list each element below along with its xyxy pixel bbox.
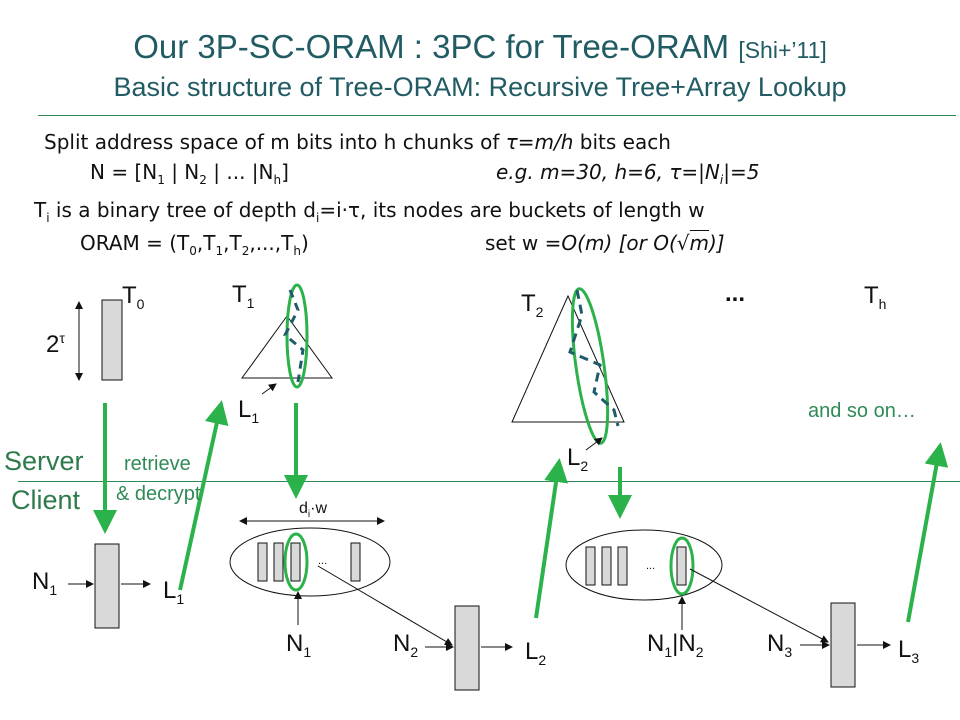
l1-pointer xyxy=(261,383,277,395)
line-set-w: set w =O(m) [or O(√m)] xyxy=(485,230,725,255)
line-oram-definition: ORAM = (T0,T1,T2,...,Th) xyxy=(80,231,309,258)
slide-title: Our 3P-SC-ORAM : 3PC for Tree-ORAM [Shi+… xyxy=(0,28,960,66)
bucket-group-1 xyxy=(229,527,391,597)
label-and-so-on: and so on… xyxy=(808,400,916,422)
bucket-2d xyxy=(676,546,687,586)
server-client-divider xyxy=(18,481,960,482)
t2-tree xyxy=(511,294,625,423)
label-t1: T1 xyxy=(232,281,255,311)
t2-path-highlight xyxy=(570,287,610,445)
bucket-group-2 xyxy=(565,529,723,601)
arrow-l3-to-server xyxy=(906,442,949,623)
bucket-2-to-box-3 xyxy=(689,568,829,643)
t0-array xyxy=(101,299,123,381)
label-t2: T2 xyxy=(521,290,544,320)
label-l1-tree: L1 xyxy=(238,396,260,426)
line-N-definition: N = [N1 | N2 | ... |Nh] xyxy=(90,160,289,187)
t1-path-highlight xyxy=(285,283,309,389)
bucket-1-selected xyxy=(283,532,309,592)
title-citation: [Shi+’11] xyxy=(738,37,827,63)
label-client: Client xyxy=(11,485,81,515)
label-ellipsis: ... xyxy=(725,280,746,307)
bucket-1a xyxy=(257,542,268,582)
t1-tree xyxy=(241,315,333,379)
bucket-2b xyxy=(601,546,612,586)
bucket-2c xyxy=(617,546,628,586)
arrow-l2-to-server xyxy=(534,458,568,619)
label-n1n2-select: N1|N2 xyxy=(647,630,704,660)
bucket-2-dots: ... xyxy=(646,560,656,572)
label-two-tau: 2τ xyxy=(46,330,65,358)
client-array-2 xyxy=(454,605,480,691)
client-array-1 xyxy=(94,543,120,629)
slide-subtitle: Basic structure of Tree-ORAM: Recursive … xyxy=(113,72,847,102)
label-t0: T0 xyxy=(122,282,145,312)
label-l2-output: L2 xyxy=(525,638,547,668)
t2-path xyxy=(568,289,620,427)
title-main: Our 3P-SC-ORAM : 3PC for Tree-ORAM xyxy=(133,28,730,65)
label-n1-select: N1 xyxy=(286,630,312,660)
bucket-1b xyxy=(273,542,284,582)
arrow-l1-to-server xyxy=(178,400,229,591)
bucket-1-to-box-2 xyxy=(317,565,453,646)
t1-path xyxy=(283,289,305,383)
label-l3-output: L3 xyxy=(898,636,920,666)
label-retrieve: retrieve xyxy=(124,453,191,475)
bucket-2a xyxy=(585,546,596,586)
bucket-2-selected xyxy=(669,536,695,596)
label-l2-tree: L2 xyxy=(567,444,589,474)
label-decrypt: & decrypt xyxy=(116,483,201,505)
title-divider xyxy=(38,115,956,116)
client-array-3 xyxy=(830,602,856,688)
label-n3-input: N3 xyxy=(767,630,793,660)
line-split-address: Split address space of m bits into h chu… xyxy=(44,130,671,154)
line-example: e.g. m=30, h=6, τ=|Ni|=5 xyxy=(496,160,760,187)
label-n1-input: N1 xyxy=(32,568,58,598)
bucket-1-dots: ... xyxy=(318,555,328,567)
label-th: Th xyxy=(864,282,887,312)
line-tree-depth: Ti is a binary tree of depth di=i·τ, its… xyxy=(34,198,705,225)
label-diw: di·w xyxy=(299,500,328,521)
bucket-1d xyxy=(350,542,361,582)
l2-pointer xyxy=(585,437,603,451)
label-server: Server xyxy=(4,446,84,476)
bucket-1c xyxy=(290,542,301,582)
label-n2-input: N2 xyxy=(393,630,419,660)
label-l1-output: L1 xyxy=(163,577,185,607)
